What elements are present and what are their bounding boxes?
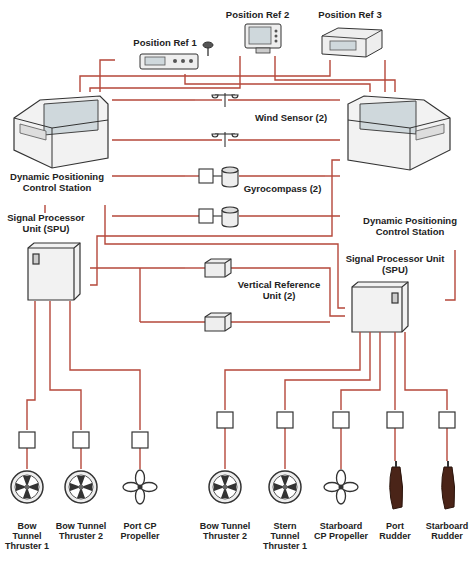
signal-cable [90,56,240,92]
thruster-node: Bow Tunnel Thruster 1 [2,430,52,568]
signal-cable [105,205,345,308]
gyrocompass-node: Gyrocompass (2) [185,158,325,228]
position-reference-label: Position Ref 2 [215,10,300,21]
rudder-label: Port Rudder [370,522,420,542]
signal-cable [50,301,81,430]
control-station-label: Dynamic Positioning Control Station [350,216,470,237]
signal-processor-label: Signal Processor Unit (SPU) [2,213,90,234]
signal-cable [285,332,370,410]
signal-cable [80,60,330,92]
thruster-node: Bow Tunnel Thruster 2 [55,430,107,568]
signal-cable [325,268,345,316]
rudder-node: Port Rudder [370,410,420,568]
wind-sensor-node: Wind Sensor (2) [195,92,330,150]
control-station-node: Dynamic Positioning Control Station [340,92,470,250]
signal-cable [45,205,46,213]
thruster-node: Bow Tunnel Thruster 2 [199,410,251,568]
signal-cable [112,100,195,101]
signal-cable [275,56,395,92]
thruster-node: Stern Tunnel Thruster 1 [259,410,311,568]
wind-sensor-label: Wind Sensor (2) [253,113,329,124]
signal-cable [90,160,340,285]
rudder-label: Starboard Rudder [423,522,471,542]
signal-cable [112,176,185,177]
propeller-label: Port CP Propeller [113,522,167,542]
position-reference-node: Position Ref 1 [115,38,215,74]
rudder-node: Starboard Rudder [423,410,471,568]
propeller-node: Starboard CP Propeller [314,410,368,568]
signal-cable [395,332,396,410]
propeller-label: Starboard CP Propeller [314,522,368,542]
thruster-label: Stern Tunnel Thruster 1 [259,522,311,552]
signal-cable [330,100,340,101]
signal-cable [90,268,185,269]
signal-cable [385,60,386,92]
vertical-reference-unit-node: Vertical Reference Unit (2) [185,256,325,334]
signal-cable [70,301,140,430]
thruster-label: Bow Tunnel Thruster 1 [2,522,52,552]
signal-cable [405,332,447,410]
control-station-label: Dynamic Positioning Control Station [2,172,112,193]
thruster-label: Bow Tunnel Thruster 2 [199,522,251,542]
signal-processor-node: Signal Processor Unit (SPU) [2,213,90,301]
thruster-label: Bow Tunnel Thruster 2 [55,522,107,542]
signal-cable [445,250,455,300]
position-reference-node: Position Ref 3 [305,10,395,60]
gyrocompass-label: Gyrocompass (2) [240,184,325,195]
signal-cable [27,301,35,430]
signal-cable [225,332,360,410]
vertical-reference-unit-label: Vertical Reference Unit (2) [233,280,325,301]
signal-processor-label: Signal Processor Unit (SPU) [345,254,445,275]
signal-processor-node: Signal Processor Unit (SPU) [345,254,445,332]
control-station-node: Dynamic Positioning Control Station [2,92,112,205]
position-reference-node: Position Ref 2 [215,10,300,56]
signal-cable [341,332,380,410]
position-reference-label: Position Ref 3 [305,10,395,21]
propeller-node: Port CP Propeller [113,430,167,568]
position-reference-label: Position Ref 1 [115,38,215,49]
